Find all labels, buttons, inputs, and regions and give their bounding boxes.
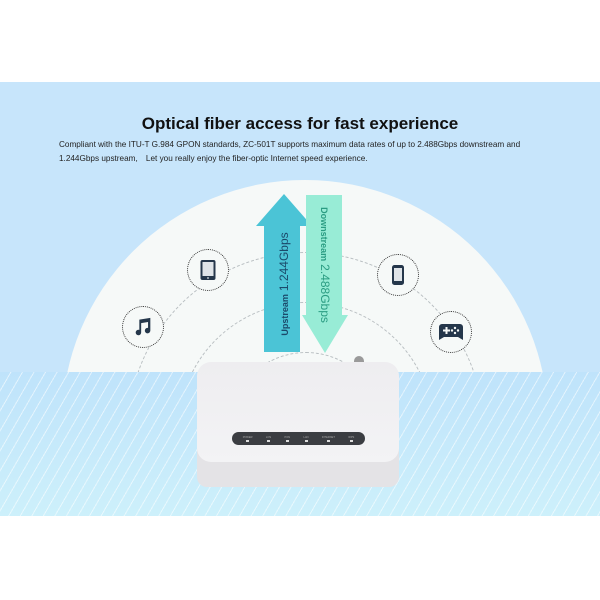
router-device: POWER LOS PON LAN INTERNET WPS xyxy=(197,356,399,487)
led-internet: INTERNET xyxy=(322,436,335,442)
led-pon: PON xyxy=(284,436,290,442)
section-description: Compliant with the ITU-T G.984 GPON stan… xyxy=(59,140,521,163)
upstream-label: Upstream 1.244Gbps xyxy=(277,232,291,336)
led-los: LOS xyxy=(266,436,271,442)
upstream-arrow: Upstream 1.244Gbps xyxy=(256,194,312,352)
led-indicator-strip: POWER LOS PON LAN INTERNET WPS xyxy=(232,432,365,445)
smartphone-icon xyxy=(377,254,419,296)
fiber-connector xyxy=(354,356,364,364)
led-wps: WPS xyxy=(348,436,354,442)
gamepad-icon xyxy=(430,311,472,353)
product-banner: Optical fiber access for fast experience… xyxy=(0,82,600,516)
tablet-icon xyxy=(187,249,229,291)
router-top-panel xyxy=(197,362,399,462)
downstream-label: Downstream 2.488Gbps xyxy=(318,207,332,323)
led-power: POWER xyxy=(243,436,253,442)
section-title: Optical fiber access for fast experience xyxy=(141,114,459,133)
music-icon xyxy=(122,306,164,348)
downstream-arrow: Downstream 2.488Gbps xyxy=(302,195,348,353)
led-lan: LAN xyxy=(304,436,309,442)
